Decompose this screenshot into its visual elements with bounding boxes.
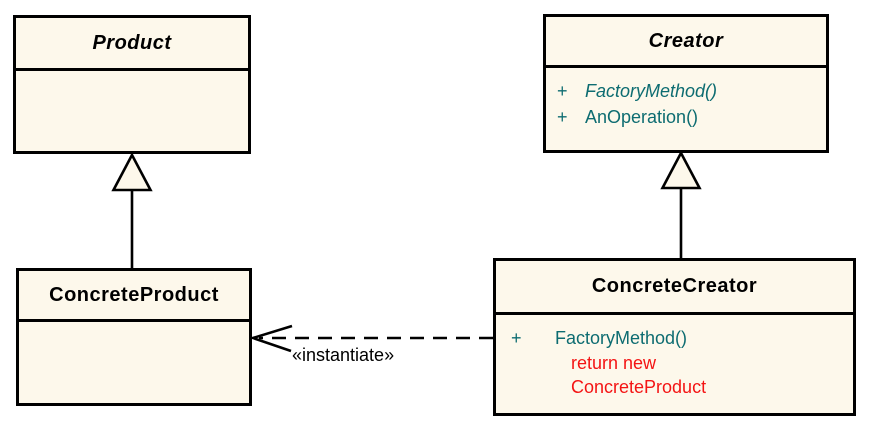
class-creator-body: + FactoryMethod() + AnOperation() — [546, 68, 826, 150]
code-note-line: ConcreteProduct — [571, 377, 707, 397]
class-creator: Creator + FactoryMethod() + AnOperation(… — [543, 14, 829, 153]
method-anoperation: + AnOperation() — [546, 104, 826, 130]
class-creator-title: Creator — [546, 17, 826, 68]
class-concrete-product-body — [19, 322, 249, 403]
method-factorymethod: + FactoryMethod() — [496, 325, 853, 351]
class-concrete-creator-title: ConcreteCreator — [496, 261, 853, 315]
product-generalization-triangle-icon — [111, 152, 153, 192]
class-product-title: Product — [16, 18, 248, 71]
code-note-line: return new — [571, 353, 657, 373]
class-concrete-product: ConcreteProduct — [16, 268, 252, 406]
creator-generalization-triangle-icon — [660, 150, 702, 190]
method-name: AnOperation() — [585, 107, 699, 127]
instantiate-edge-label: «instantiate» — [292, 345, 395, 365]
class-concrete-creator: ConcreteCreator + FactoryMethod() return… — [493, 258, 856, 416]
method-name: FactoryMethod() — [555, 328, 688, 348]
class-product-body — [16, 71, 248, 151]
visibility-plus: + — [557, 107, 568, 127]
visibility-plus: + — [511, 328, 522, 348]
class-product: Product — [13, 15, 251, 154]
instantiate-arrowhead-icon — [248, 324, 293, 353]
method-factorymethod: + FactoryMethod() — [546, 78, 826, 104]
visibility-plus: + — [557, 81, 568, 101]
class-concrete-product-title: ConcreteProduct — [19, 271, 249, 322]
method-name: FactoryMethod() — [585, 81, 718, 101]
class-concrete-creator-body: + FactoryMethod() return new ConcretePro… — [496, 315, 853, 413]
